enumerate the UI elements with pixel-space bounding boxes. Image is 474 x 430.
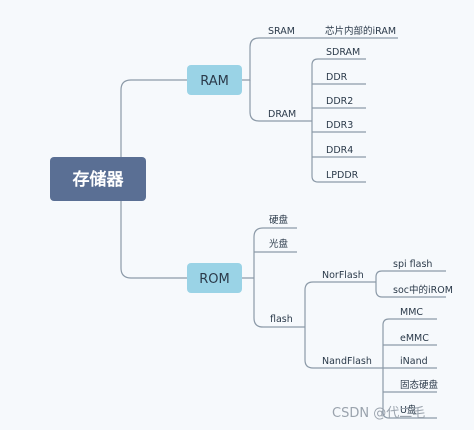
norflash-label: NorFlash: [322, 270, 364, 281]
connector-ram-sram: [242, 37, 305, 81]
hard-disk-label: 硬盘: [269, 214, 289, 226]
norflash-child-label: soc中的iROM: [393, 284, 453, 296]
nandflash-child-label: eMMC: [400, 333, 429, 344]
dram-label: DRAM: [268, 109, 296, 120]
ram-label: RAM: [200, 74, 229, 89]
connector-dram-children: [305, 58, 366, 183]
nandflash-child-label: MMC: [400, 307, 423, 318]
ram-node[interactable]: RAM: [187, 65, 242, 95]
dram-child-label: DDR3: [326, 120, 353, 131]
rom-label: ROM: [199, 272, 229, 287]
connector-norflash-children: [370, 270, 446, 298]
rom-node[interactable]: ROM: [187, 263, 242, 293]
dram-child-label: DDR2: [326, 96, 353, 107]
nandflash-label: NandFlash: [322, 356, 372, 367]
dram-child-label: DDR4: [326, 145, 353, 156]
connector-rom-children: [242, 227, 297, 328]
watermark: CSDN @代二毛: [332, 406, 425, 421]
iram-label: 芯片内部的iRAM: [325, 25, 396, 37]
connector-root-ram: [120, 79, 187, 162]
dram-child-label: DDR: [326, 72, 348, 83]
root-node[interactable]: 存储器: [50, 157, 146, 201]
dram-child-label: LPDDR: [326, 170, 359, 181]
root-label: 存储器: [73, 169, 125, 190]
connector-nandflash-children: [370, 318, 437, 419]
norflash-child-label: spi flash: [393, 259, 432, 270]
connector-root-rom: [120, 201, 187, 279]
connector-flash-children: [297, 281, 370, 369]
nandflash-child-label: U盘: [400, 404, 417, 416]
nandflash-child-label: 固态硬盘: [400, 379, 439, 391]
connector-ram-dram: [249, 80, 305, 122]
dram-child-label: SDRAM: [326, 47, 360, 58]
sram-label: SRAM: [268, 26, 295, 37]
nandflash-child-label: iNand: [400, 356, 428, 367]
optical-disc-label: 光盘: [269, 238, 289, 250]
flash-label: flash: [270, 314, 293, 325]
